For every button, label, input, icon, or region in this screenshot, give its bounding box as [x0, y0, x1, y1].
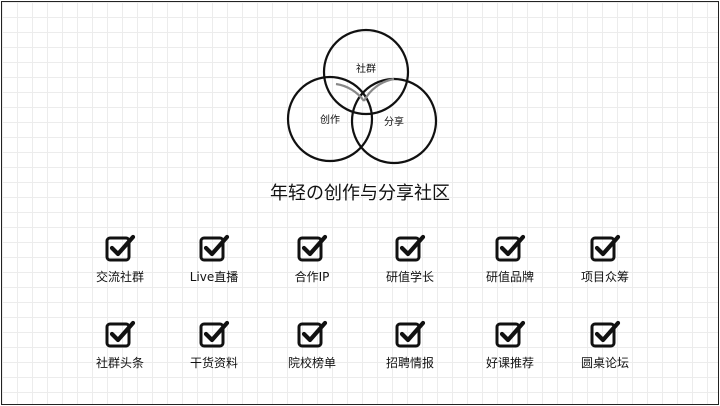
checkbox-checked-icon	[105, 320, 136, 348]
venn-circle-create	[286, 75, 374, 163]
feature-label: 好课推荐	[485, 356, 534, 370]
checkbox-checked-icon	[297, 234, 328, 262]
feature-label: 干货资料	[189, 356, 238, 370]
feature-item: 圆桌论坛	[555, 318, 655, 370]
checkbox-checked-icon	[495, 234, 526, 262]
checkbox-checked-icon	[395, 234, 426, 262]
checkbox-checked-icon	[199, 234, 230, 262]
feature-item: 交流社群	[70, 232, 170, 284]
venn-diagram: 社群 创作 分享	[272, 22, 452, 172]
checkbox-checked-icon	[590, 234, 621, 262]
feature-label: 社群头条	[95, 356, 144, 370]
feature-label: Live直播	[189, 270, 239, 284]
venn-label-create: 创作	[320, 115, 340, 126]
venn-circle-community	[322, 28, 410, 116]
venn-svg	[286, 28, 438, 165]
feature-label: 研值学长	[385, 270, 434, 284]
feature-item: 好课推荐	[460, 318, 560, 370]
feature-item: 院校榜单	[262, 318, 362, 370]
feature-item: 干货资料	[164, 318, 264, 370]
feature-label: 招聘情报	[385, 356, 434, 370]
feature-item: 社群头条	[70, 318, 170, 370]
feature-label: 合作IP	[294, 270, 330, 284]
checkbox-checked-icon	[199, 320, 230, 348]
checkbox-checked-icon	[297, 320, 328, 348]
feature-label: 交流社群	[95, 270, 144, 284]
checkbox-checked-icon	[495, 320, 526, 348]
feature-label: 项目众筹	[580, 270, 629, 284]
feature-item: 研值品牌	[460, 232, 560, 284]
venn-overlap-arc-left	[335, 82, 365, 102]
checkbox-checked-icon	[590, 320, 621, 348]
checkbox-checked-icon	[395, 320, 426, 348]
feature-item: 招聘情报	[360, 318, 460, 370]
feature-label: 圆桌论坛	[580, 356, 629, 370]
feature-item: Live直播	[164, 232, 264, 284]
feature-item: 研值学长	[360, 232, 460, 284]
checkbox-checked-icon	[105, 234, 136, 262]
feature-label: 院校榜单	[287, 356, 336, 370]
venn-overlap-arc-right	[363, 77, 395, 102]
feature-item: 合作IP	[262, 232, 362, 284]
venn-label-share: 分享	[384, 117, 404, 128]
venn-label-community: 社群	[356, 64, 376, 75]
headline: 年轻の创作与分享社区	[270, 183, 450, 204]
feature-label: 研值品牌	[485, 270, 534, 284]
feature-item: 项目众筹	[555, 232, 655, 284]
